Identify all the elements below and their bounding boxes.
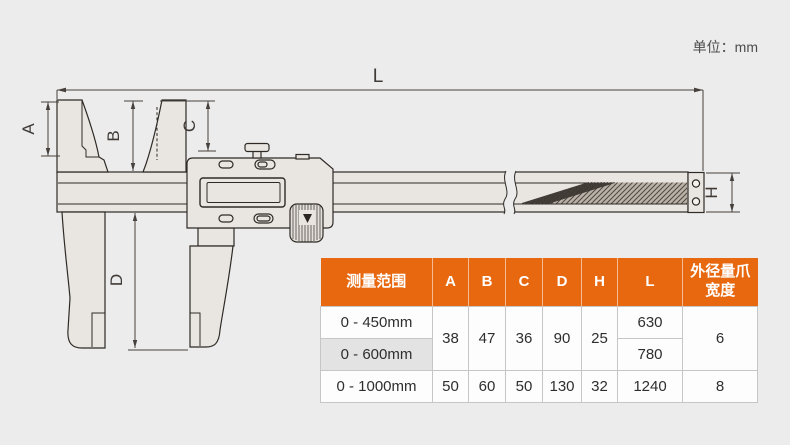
thumbwheel [289,203,324,243]
dim-label-C: C [180,120,199,132]
cell-range-600: 0 - 600mm [320,338,433,371]
beam-end-cap [687,171,705,214]
button-bottom-left [218,214,234,223]
table-header-row: 测量范围 A B C D H L 外径量爪宽度 [320,258,758,307]
cell-H-450-600: 25 [581,306,618,371]
caliper-body [56,99,705,349]
lock-screw-knob [244,142,270,159]
header-B: B [468,258,506,307]
cell-D-1000: 130 [542,370,582,403]
dim-label-H: H [702,186,721,198]
cell-A-1000: 50 [432,370,469,403]
head-slot [295,153,310,160]
cell-B-450-600: 47 [468,306,506,371]
dimension-A: A [19,101,60,157]
screw-hole-bottom [691,197,701,206]
cell-H-1000: 32 [581,370,618,403]
button-bottom-middle [253,213,274,224]
cell-range-450: 0 - 450mm [320,306,433,339]
header-D: D [542,258,582,307]
cell-L-1000: 1240 [617,370,683,403]
cell-jaw-450-600: 6 [682,306,758,371]
cell-C-1000: 50 [505,370,543,403]
scale-hatch [521,182,687,204]
dimension-C: C [180,101,216,152]
dim-label-L: L [373,66,384,87]
unit-note: 单位：mm [692,39,758,55]
button-top-middle [254,159,276,170]
screw-hole-top [691,179,701,188]
header-L: L [617,258,683,307]
header-C: C [505,258,543,307]
spec-table: 测量范围 A B C D H L 外径量爪宽度 0 - 450mm 38 47 … [320,258,758,403]
dimension-D: D [107,213,188,351]
dimension-B: B [104,100,215,171]
dim-label-B: B [104,130,123,141]
beam-break [503,170,518,215]
dim-label-D: D [107,274,126,286]
table-row-600: 0 - 600mm 780 [320,338,758,371]
table-row-1000: 0 - 1000mm 50 60 50 130 32 1240 8 [320,370,758,403]
header-range: 测量范围 [320,258,433,307]
cell-jaw-1000: 8 [682,370,758,403]
upper-movable-jaw [142,99,187,173]
header-A: A [432,258,469,307]
lower-fixed-jaw [61,211,106,349]
lcd-display [199,177,286,208]
table-row-450: 0 - 450mm 38 47 36 90 25 630 6 [320,306,758,371]
slider-head [186,142,334,243]
cell-B-1000: 60 [468,370,506,403]
dim-label-A: A [19,123,38,135]
cell-D-450-600: 90 [542,306,582,371]
button-top-left [218,160,234,169]
cell-L-600: 780 [617,338,683,371]
cell-range-1000: 0 - 1000mm [320,370,433,403]
upper-fixed-jaw [56,99,109,173]
header-H: H [581,258,618,307]
cell-L-450: 630 [617,306,683,339]
cell-A-450-600: 38 [432,306,469,371]
header-jaw-width: 外径量爪宽度 [682,258,758,307]
lower-movable-jaw [189,227,235,348]
dimension-H: H [702,172,740,213]
dimension-L: L [56,66,704,171]
cell-C-450-600: 36 [505,306,543,371]
thumbwheel-marker [303,214,312,223]
